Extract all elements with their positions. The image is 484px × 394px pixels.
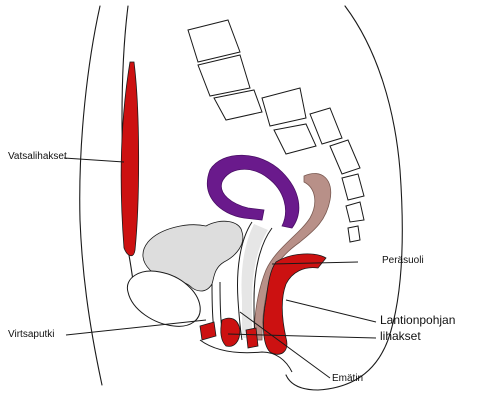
sacral-vertebra-2 [198, 55, 250, 96]
coccyx-2 [346, 202, 364, 222]
sacral-vertebra-4 [262, 88, 306, 126]
sacral-vertebra-3 [214, 90, 262, 120]
pelvic-floor-muscle-back [263, 254, 326, 354]
label-perasuoli: Peräsuoli [382, 256, 424, 266]
leader-pelvic-floor-1 [286, 300, 376, 322]
label-ematin: Emätin [332, 374, 363, 384]
sacral-vertebra-7 [330, 140, 360, 174]
sacral-vertebra-5 [274, 124, 316, 154]
front-body-outline [80, 6, 102, 385]
pelvic-floor-muscle-front-1 [200, 322, 216, 340]
coccyx-3 [348, 226, 360, 242]
sacral-vertebra-1 [188, 20, 240, 62]
leader-vatsalihakset [64, 158, 124, 162]
coccyx-1 [342, 174, 364, 200]
sacral-vertebra-6 [310, 108, 342, 144]
label-vatsalihakset: Vatsalihakset [8, 152, 67, 162]
pelvic-floor-muscle-front-2 [221, 318, 240, 346]
label-virtsaputki: Virtsaputki [8, 330, 55, 340]
leader-virtsaputki [66, 320, 206, 335]
label-lantionpohjan: Lantionpohjan [380, 314, 455, 326]
pelvic-floor-muscle-mid [246, 328, 258, 348]
uterus [207, 155, 298, 228]
label-lihakset: lihakset [380, 330, 421, 342]
abdominal-muscle [121, 62, 139, 256]
